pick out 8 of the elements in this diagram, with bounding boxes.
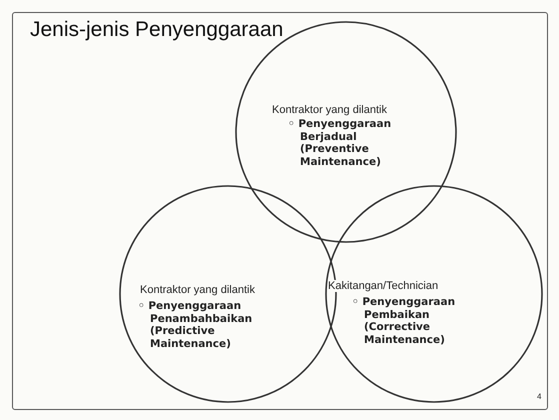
circle-heading: Kontraktor yang dilantik bbox=[272, 104, 387, 116]
circle-heading: Kontraktor yang dilantik bbox=[140, 284, 255, 296]
page-number: 4 bbox=[536, 392, 542, 401]
slide-title: Jenis-jenis Penyenggaraan bbox=[30, 18, 284, 42]
bullet-text: ◦ Penyenggaraan Pembaikan (Corrective Maintenance) bbox=[352, 296, 456, 346]
bullet-text: ◦ Penyenggaraan Berjadual (Preventive Maintenance) bbox=[288, 118, 392, 168]
circle-heading: Kakitangan/Technician bbox=[328, 280, 438, 292]
bullet-text: ◦ Penyenggaraan Penambahbaikan (Predictive Maintenance) bbox=[138, 300, 254, 350]
